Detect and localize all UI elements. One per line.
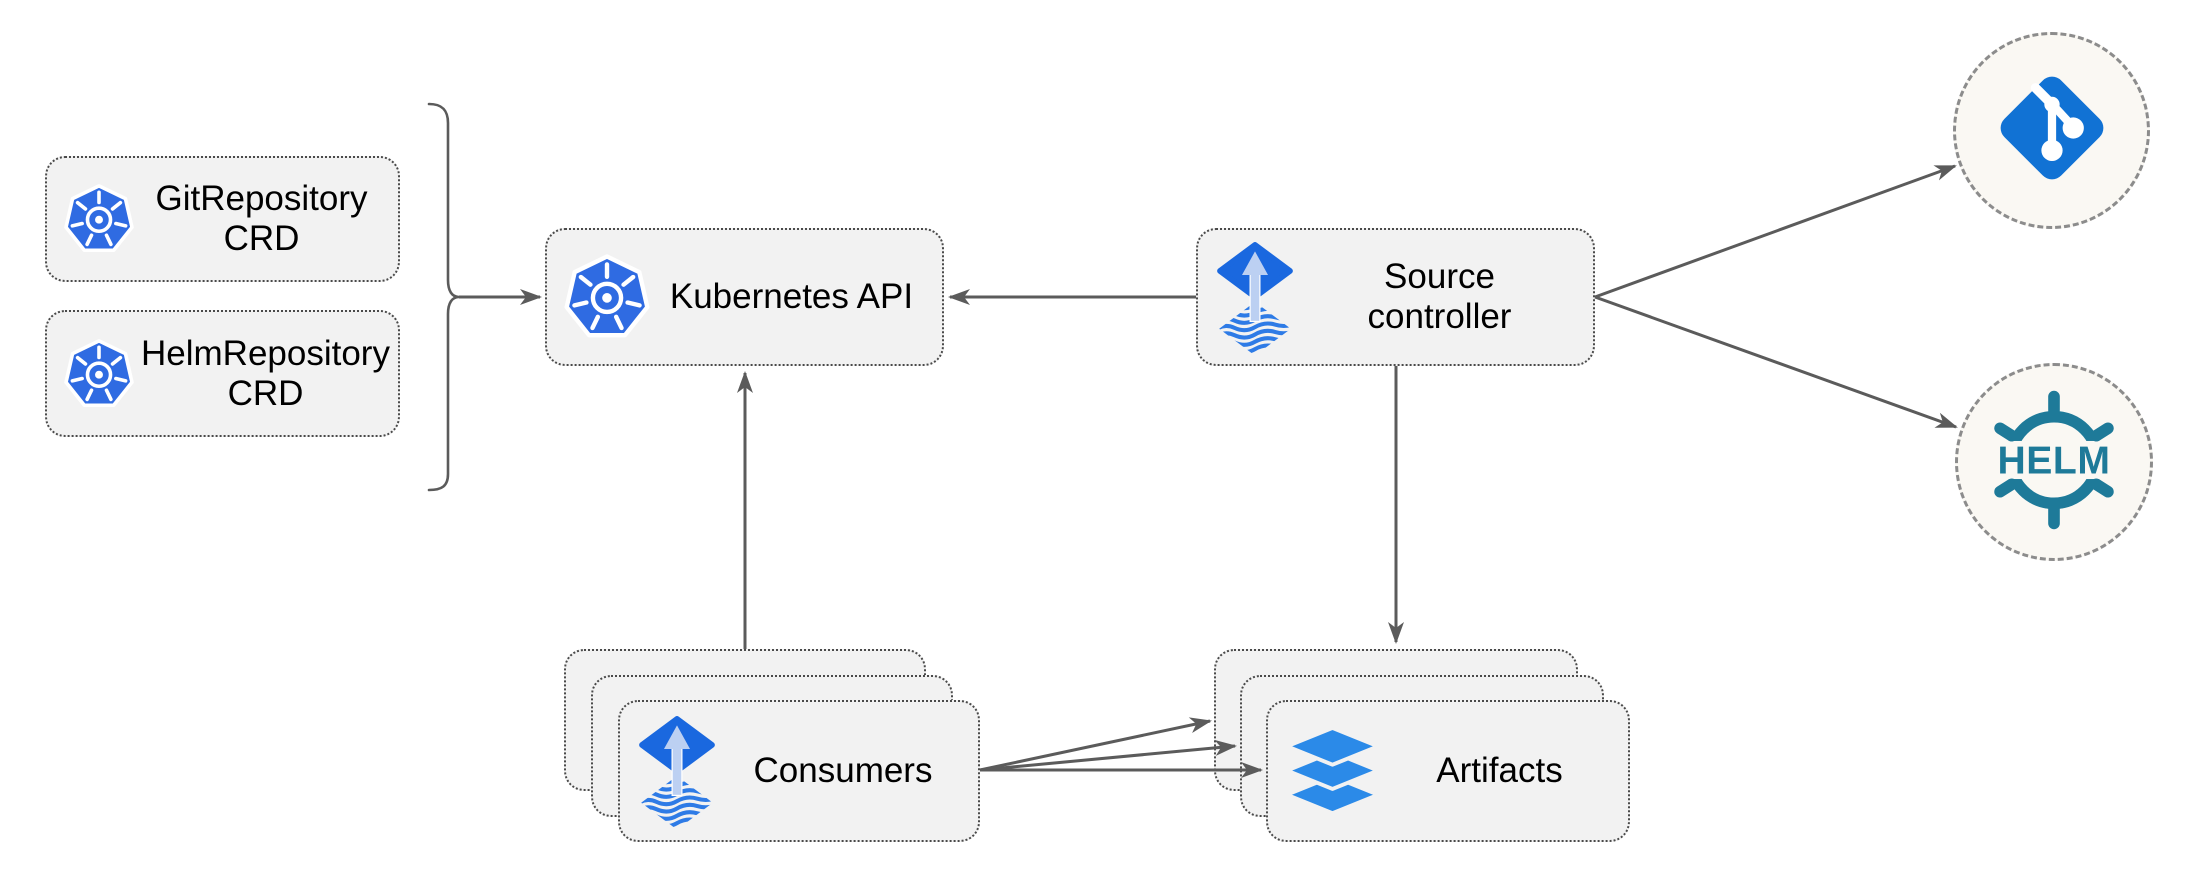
node-label: Artifacts	[1387, 751, 1612, 791]
node-label: Kubernetes API	[657, 277, 926, 317]
kubernetes-icon	[563, 253, 651, 341]
layers-icon	[1284, 725, 1381, 817]
label-line: controller	[1367, 297, 1512, 336]
node-kubernetes-api: Kubernetes API	[545, 228, 944, 366]
arrow-source-to-helm	[1594, 295, 1958, 429]
node-label: GitRepository CRD	[141, 179, 382, 258]
label-line: GitRepository	[155, 179, 368, 219]
label-line: CRD	[227, 373, 304, 413]
node-label: Source controller	[1302, 257, 1577, 336]
label-line: Source	[1384, 257, 1495, 297]
node-label: HelmRepository CRD	[141, 334, 390, 413]
arrow-consumers-to-artifacts-1	[979, 717, 1212, 772]
node-consumers: Consumers	[618, 700, 980, 842]
helm-icon: HELM	[1980, 386, 2128, 539]
arrow-consumers-to-artifacts-2	[979, 739, 1237, 772]
helm-logo-text: HELM	[1998, 439, 2111, 482]
node-source-controller: Source controller	[1196, 228, 1595, 366]
git-icon	[1993, 69, 2111, 192]
flux-icon	[1214, 240, 1296, 354]
label-line: HelmRepository	[141, 333, 390, 373]
crds-group-bracket	[427, 102, 460, 492]
label-line: Kubernetes API	[669, 277, 914, 317]
node-helmrepository-crd: HelmRepository CRD	[45, 310, 400, 437]
git-endpoint	[1953, 32, 2150, 229]
flux-icon	[636, 714, 718, 828]
node-label: Consumers	[724, 751, 962, 791]
kubernetes-icon	[63, 338, 135, 410]
label-line: Consumers	[753, 751, 933, 791]
label-line: CRD	[223, 219, 300, 258]
label-line: Artifacts	[1436, 751, 1563, 791]
node-artifacts: Artifacts	[1266, 700, 1630, 842]
node-gitrepository-crd: GitRepository CRD	[45, 156, 400, 282]
kubernetes-icon	[63, 183, 135, 255]
helm-endpoint: HELM	[1955, 363, 2153, 561]
arrow-source-to-git	[1594, 164, 1957, 299]
